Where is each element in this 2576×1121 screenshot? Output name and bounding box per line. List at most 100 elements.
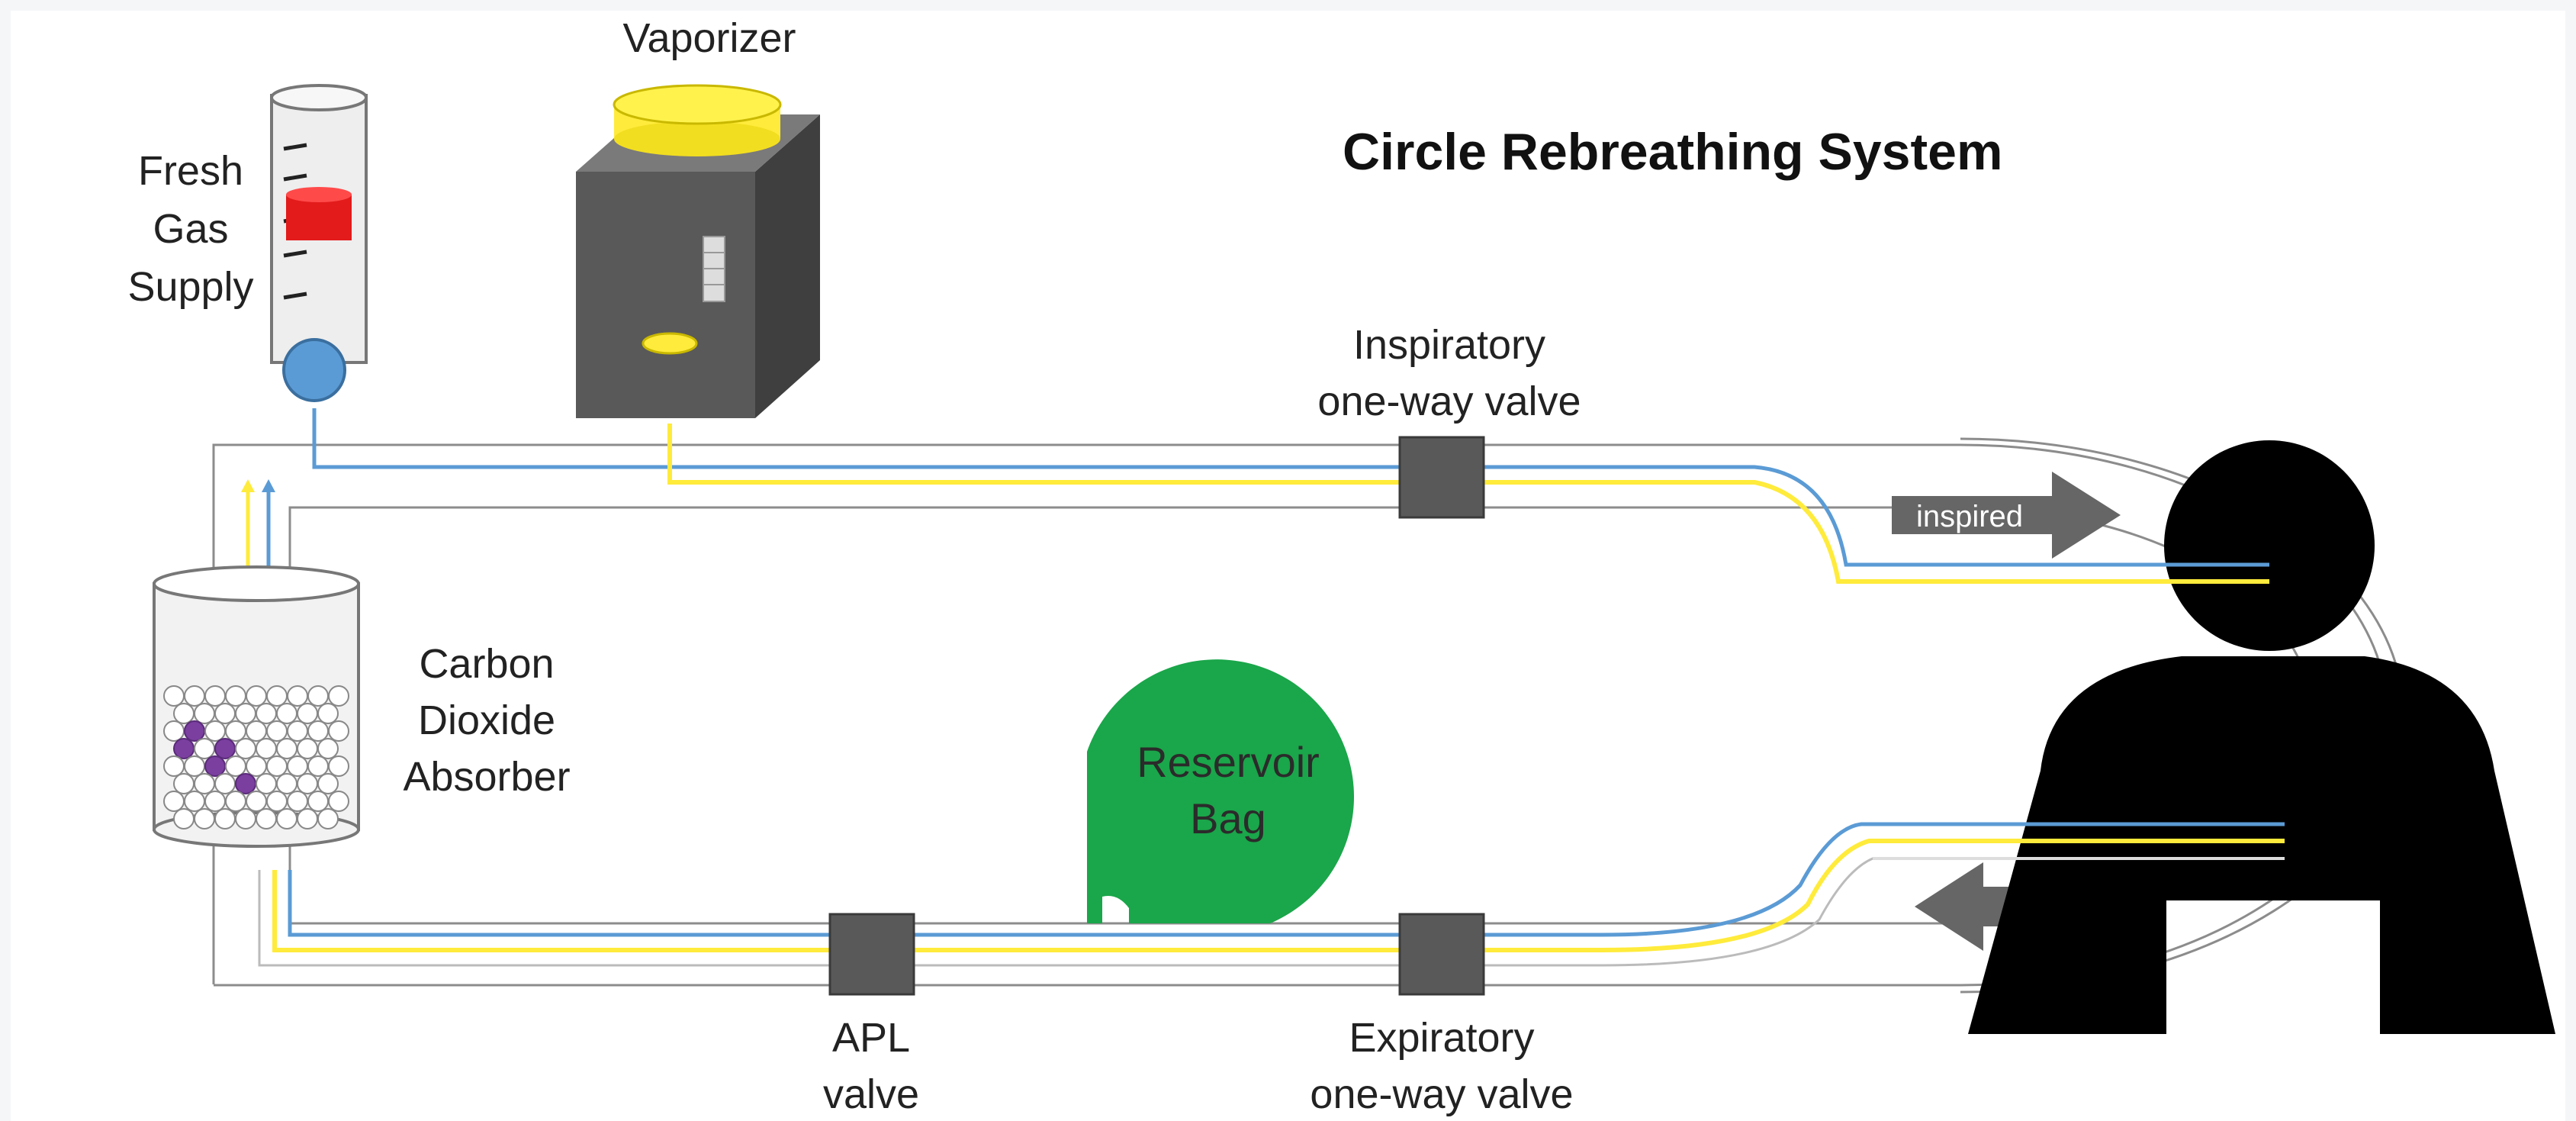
reservoir-bag-label-2: Bag	[1190, 794, 1266, 842]
granule	[173, 773, 195, 794]
granule	[328, 685, 349, 707]
expiratory-valve	[1398, 913, 1485, 996]
inspiratory-valve	[1398, 436, 1485, 519]
granule	[276, 773, 297, 794]
granule	[184, 685, 205, 707]
anesthetic-line-inspiratory	[667, 424, 2269, 584]
granule	[276, 703, 297, 724]
soda-lime-granules	[163, 685, 349, 829]
granule	[235, 703, 256, 724]
granule	[287, 685, 308, 707]
granule	[173, 808, 195, 829]
granule	[235, 808, 256, 829]
granule	[246, 685, 267, 707]
granule	[225, 720, 246, 742]
granule	[256, 773, 277, 794]
co2-absorber	[153, 565, 360, 848]
granule	[194, 738, 215, 759]
granule	[328, 755, 349, 777]
granule	[328, 791, 349, 812]
granule	[194, 773, 215, 794]
granule	[184, 755, 205, 777]
granule	[246, 791, 267, 812]
granule	[214, 703, 236, 724]
granule	[297, 738, 318, 759]
absorber-label-2: Dioxide	[418, 697, 555, 743]
granule	[307, 685, 329, 707]
reservoir-bag-label-1: Reservoir	[1137, 738, 1320, 786]
granule	[163, 685, 185, 707]
fresh-gas-label-2: Gas	[153, 206, 228, 252]
granule	[276, 738, 297, 759]
absorber-label-1: Carbon	[419, 641, 554, 687]
diagram-title: Circle Rebreathing System	[1343, 123, 2002, 181]
fresh-gas-line-inspiratory	[312, 408, 2269, 567]
granule	[287, 755, 308, 777]
granule	[173, 703, 195, 724]
granule	[256, 808, 277, 829]
granule	[163, 755, 185, 777]
vaporizer	[576, 84, 820, 418]
granule	[317, 738, 339, 759]
granule	[307, 755, 329, 777]
riser-arrowhead-blue	[262, 479, 275, 492]
granule	[184, 720, 205, 742]
granule	[266, 755, 288, 777]
granule	[246, 755, 267, 777]
granule	[225, 685, 246, 707]
granule	[317, 773, 339, 794]
expiratory-label-2: one-way valve	[1310, 1071, 1573, 1117]
granule	[204, 791, 226, 812]
granule	[214, 738, 236, 759]
granule	[235, 738, 256, 759]
granule	[204, 685, 226, 707]
granule	[194, 808, 215, 829]
granule	[297, 703, 318, 724]
granule	[328, 720, 349, 742]
granule	[256, 703, 277, 724]
expiratory-line-white	[258, 857, 2281, 967]
flowmeter	[270, 84, 368, 402]
expiratory-label-1: Expiratory	[1349, 1015, 1534, 1061]
patient-torso	[1968, 656, 2555, 1034]
granule	[204, 720, 226, 742]
granule	[235, 773, 256, 794]
granule	[317, 808, 339, 829]
expiratory-line-blue	[288, 822, 2281, 937]
apl-label-2: valve	[823, 1071, 919, 1117]
vaporizer-dial	[613, 84, 782, 125]
fresh-gas-label-3: Supply	[127, 264, 253, 310]
granule	[225, 755, 246, 777]
apl-valve	[828, 913, 915, 996]
granule	[276, 808, 297, 829]
granule	[163, 791, 185, 812]
absorber-label-3: Absorber	[403, 754, 570, 800]
granule	[214, 773, 236, 794]
riser-arrowhead-yellow	[241, 479, 255, 492]
granule	[297, 773, 318, 794]
granule	[184, 791, 205, 812]
granule	[225, 791, 246, 812]
apl-label-1: APL	[832, 1015, 910, 1061]
flowmeter-knob	[282, 338, 346, 402]
granule	[194, 703, 215, 724]
vaporizer-filler-cap	[642, 332, 698, 355]
granule	[287, 720, 308, 742]
patient-head	[2164, 440, 2375, 651]
fresh-gas-label-1: Fresh	[138, 148, 243, 194]
inspired-arrow	[1892, 472, 2121, 559]
granule	[266, 720, 288, 742]
granule	[307, 720, 329, 742]
granule	[214, 808, 236, 829]
vaporizer-label: Vaporizer	[622, 15, 796, 61]
granule	[256, 738, 277, 759]
patient-silhouette	[1968, 440, 2555, 1034]
granule	[163, 720, 185, 742]
inspiratory-label-2: one-way valve	[1317, 378, 1581, 424]
inspiratory-label-1: Inspiratory	[1353, 322, 1545, 368]
granule	[204, 755, 226, 777]
granule	[266, 791, 288, 812]
reservoir-bag	[1087, 659, 1354, 923]
granule	[297, 808, 318, 829]
